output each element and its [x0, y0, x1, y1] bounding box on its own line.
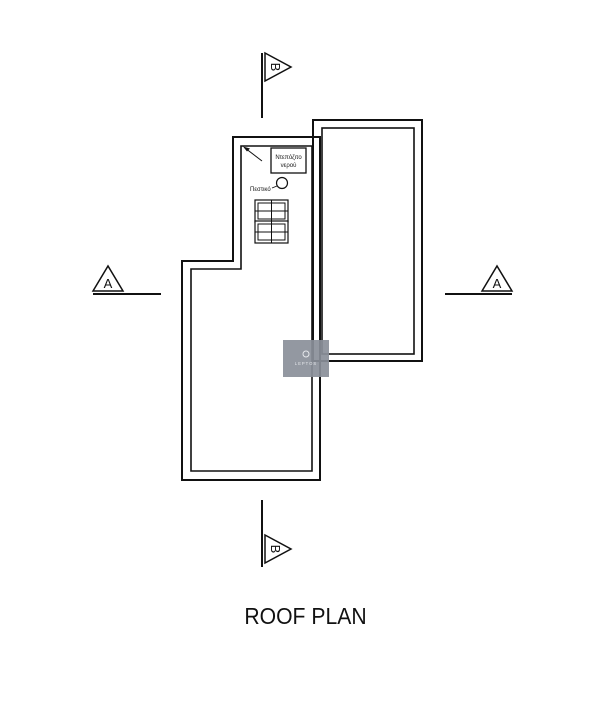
plastic-tank-label: Πεστικό: [250, 186, 271, 193]
right-block-inner: [321, 127, 415, 355]
water-tank-label-line2: νερού: [281, 163, 297, 169]
plan-title: ROOF PLAN: [244, 603, 367, 629]
watermark-box: [283, 340, 329, 377]
section-marker-b-top: B: [261, 51, 293, 118]
section-label-a-left: A: [104, 276, 113, 291]
section-label-b-bottom: B: [268, 545, 283, 554]
section-marker-a-right: A: [445, 264, 514, 295]
pointer-arrow-head: [243, 146, 250, 152]
section-marker-b-bottom: B: [261, 500, 293, 567]
water-tank-box: [270, 147, 307, 174]
plastic-tank-circle: [275, 176, 289, 190]
watermark-logo-icon: [302, 350, 310, 358]
building-outline-inner: [190, 145, 313, 472]
section-marker-a-left: A: [91, 264, 161, 295]
building-outline-outer: [181, 136, 321, 481]
plastic-tank-leader: [271, 185, 278, 189]
watermark-text: LEPTOS: [295, 361, 317, 366]
right-block-outer: [312, 119, 423, 362]
section-label-a-right: A: [493, 276, 502, 291]
solar-panels: [254, 199, 289, 244]
water-tank-label-line1: Ντεπόζιτο: [275, 154, 302, 161]
section-label-b-top: B: [268, 63, 283, 72]
